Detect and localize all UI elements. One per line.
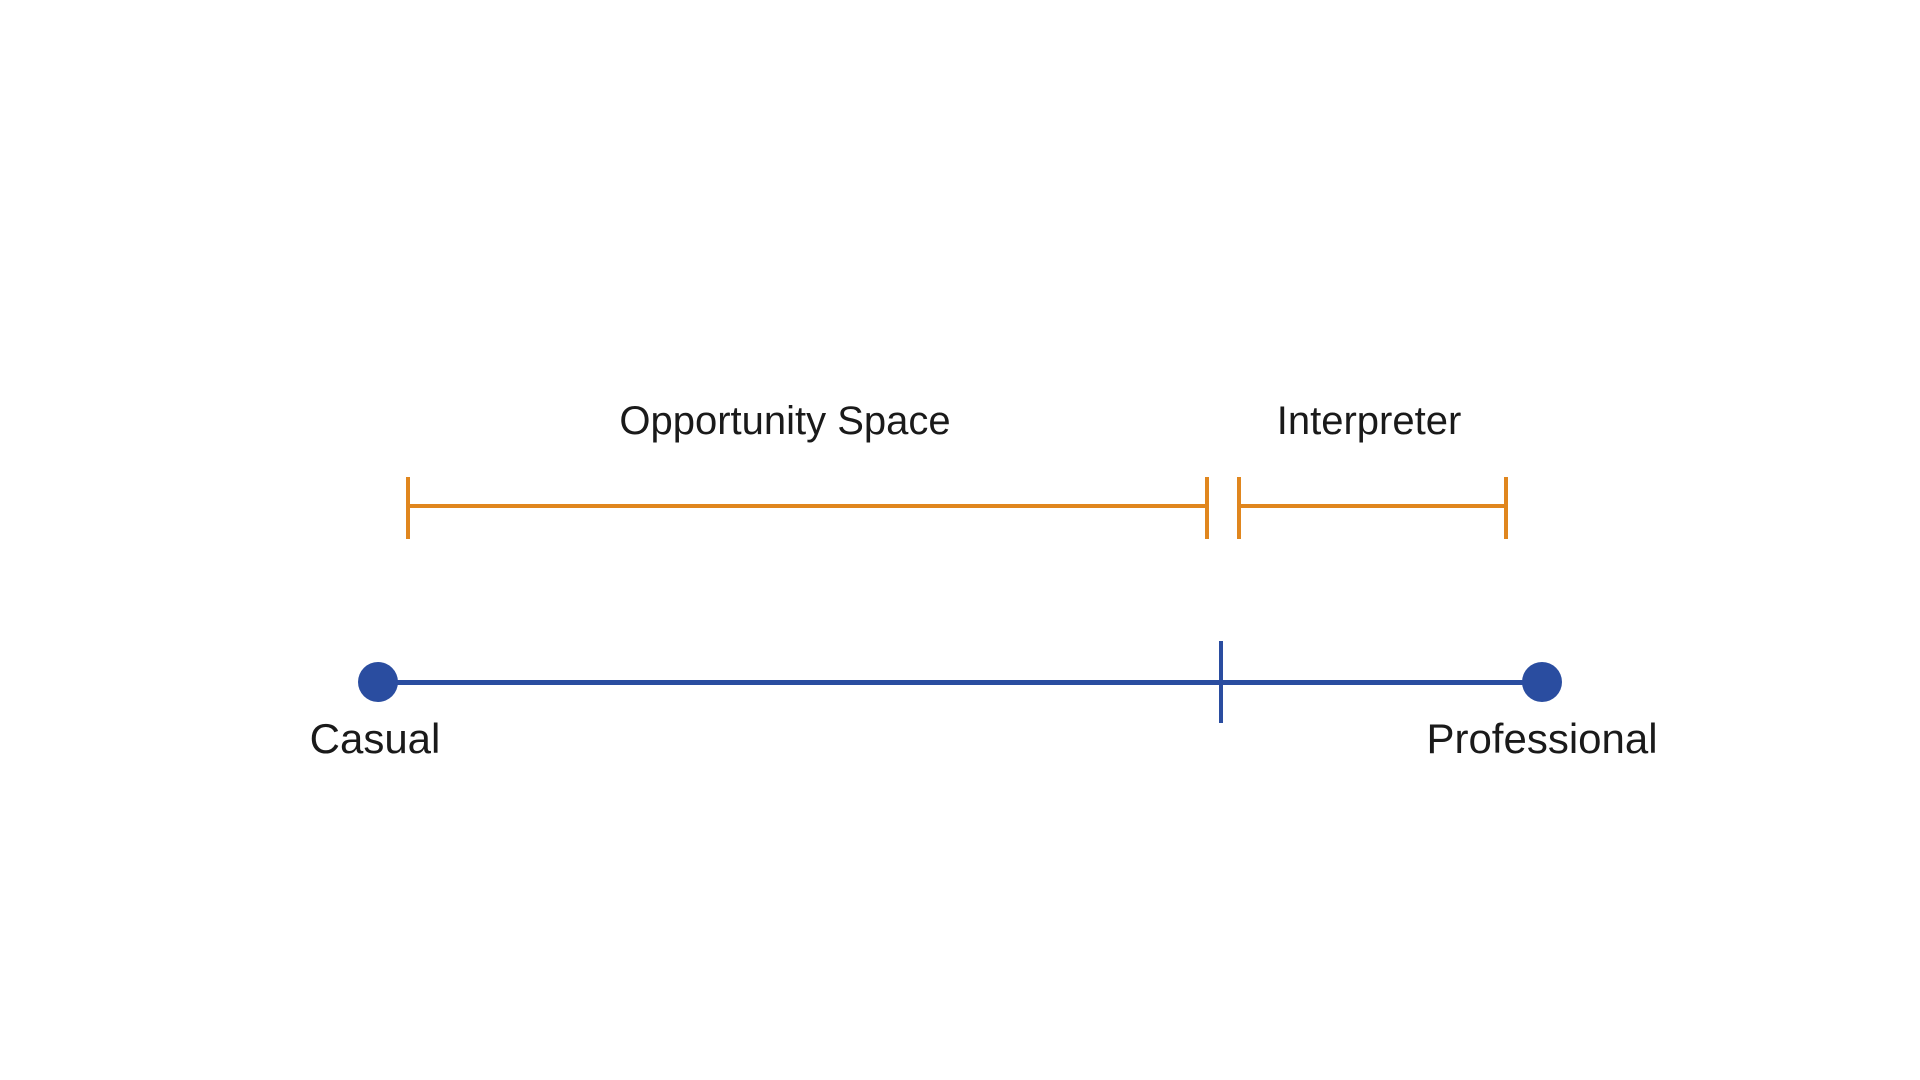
opportunity-space-range-start-tick <box>406 477 410 539</box>
spectrum-axis-line <box>378 680 1542 685</box>
interpreter-range-line <box>1239 504 1507 508</box>
casual-endpoint-dot <box>358 662 398 702</box>
opportunity-space-label: Opportunity Space <box>619 399 951 443</box>
casual-label: Casual <box>309 715 441 762</box>
professional-endpoint-dot <box>1522 662 1562 702</box>
interpreter-label: Interpreter <box>1276 399 1462 443</box>
professional-label: Professional <box>1426 715 1658 762</box>
interpreter-range-start-tick <box>1237 477 1241 539</box>
interpreter-range-end-tick <box>1504 477 1508 539</box>
opportunity-space-range-line <box>408 504 1207 508</box>
spectrum-boundary-tick <box>1219 641 1223 723</box>
opportunity-space-range-end-tick <box>1205 477 1209 539</box>
